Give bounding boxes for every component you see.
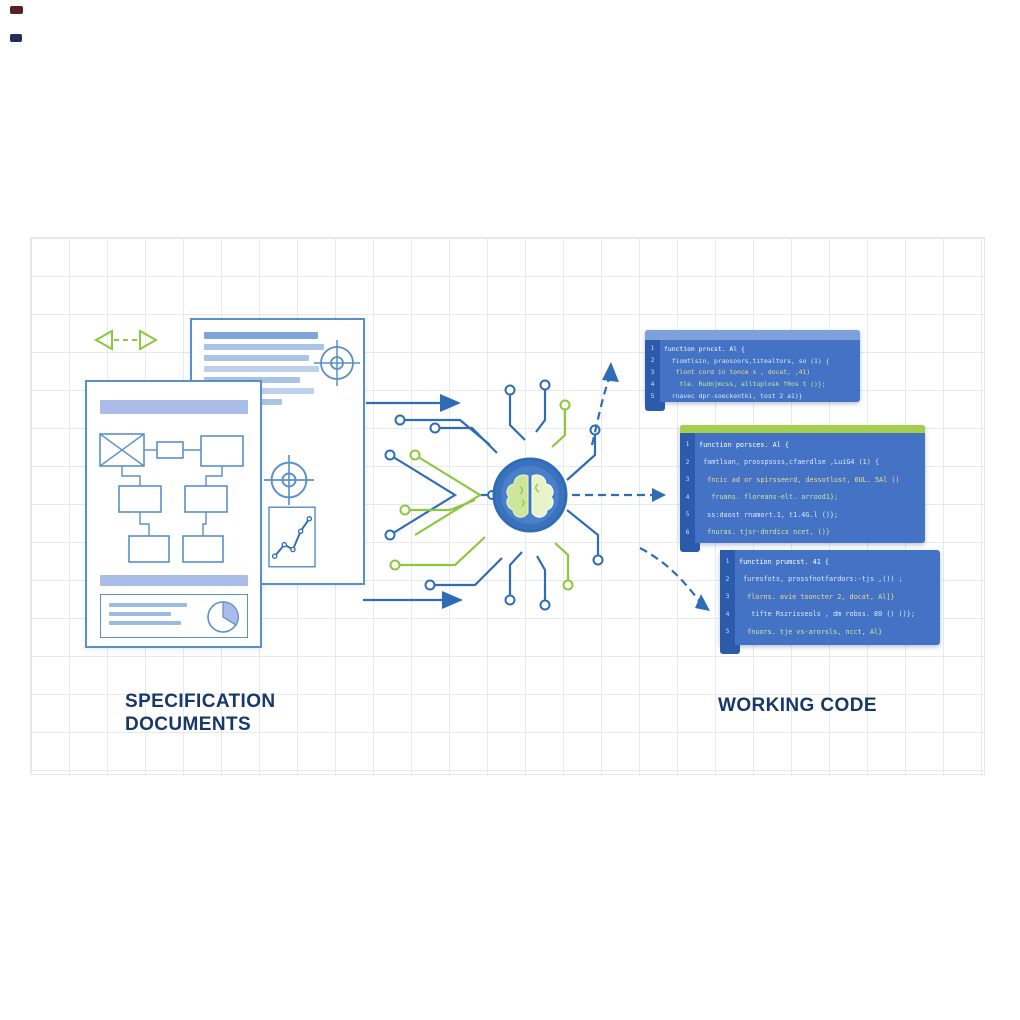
circuit-nodes-blue — [384, 379, 604, 611]
code-line: 5 rnavec dpr-soeckentki, tost 2 a1)} — [645, 390, 856, 402]
code-text: function porsces. Al { — [699, 440, 790, 449]
pie-chart-icon — [207, 601, 239, 633]
code-line: 1 function prncst. Al { — [645, 343, 856, 355]
code-text: fiomtlsin, praosoors,titealtors, so (1) … — [664, 356, 830, 365]
code-line: 4 tle. Rudnjmcss, alltuplosk f0os t ()}; — [645, 378, 856, 390]
ai-brain-icon — [492, 457, 568, 533]
document-header-bar — [100, 400, 248, 414]
dashed-arrowhead — [602, 362, 619, 382]
text-line — [204, 344, 324, 350]
line-number: 5 — [650, 392, 655, 400]
code-line: 3 florns. avie tooncter 2, docat, Al]} — [720, 588, 936, 606]
code-text: fnuras. tjsr-dnrdics ncet, ()} — [699, 528, 830, 537]
code-line: 5 ss:daost rnamort.1, t1.4G.l ()}; — [680, 506, 921, 524]
code-block-bottom: 1 function prumcst. 41 { 2 furesfots, pr… — [720, 550, 940, 654]
code-block-notch — [680, 543, 700, 552]
circuit-lines-green — [395, 405, 570, 585]
code-line: 2 fiomtlsin, praosoors,titealtors, so (1… — [645, 355, 856, 367]
code-line: 3 flont cord in tonce s , docat, ,41) — [645, 367, 856, 379]
text-line — [109, 621, 181, 625]
label-line: SPECIFICATION — [125, 691, 276, 712]
code-text: tifte Rszrisseols , dm robss. 80 () ()}; — [739, 610, 915, 619]
line-number: 1 — [725, 558, 730, 566]
line-number: 5 — [685, 511, 690, 519]
code-text: fruans. floreans-elt. arrood1}; — [699, 493, 839, 502]
text-line — [204, 366, 319, 372]
label-line: DOCUMENTS — [125, 714, 252, 735]
text-line — [109, 603, 187, 607]
code-text: florns. avie tooncter 2, docat, Al]} — [739, 592, 895, 601]
code-block-green-bar — [680, 425, 925, 433]
circuit-traces — [363, 362, 710, 611]
flowchart-diagram — [99, 433, 244, 563]
line-number: 3 — [725, 593, 730, 601]
line-number: 2 — [650, 357, 655, 365]
code-text: fncic ad or spirsseerd, dessotlost, 6UL.… — [699, 475, 900, 484]
code-text: furesfots, prossfnotfardors:-tjs ,()) ; — [739, 575, 903, 584]
spec-document-front — [85, 380, 262, 648]
code-text: flont cord in tonce s , docat, ,41) — [664, 368, 811, 377]
code-text: tle. Rudnjmcss, alltuplosk f0os t ()}; — [664, 380, 826, 389]
label-specification-documents: SPECIFICATION DOCUMENTS — [125, 690, 276, 736]
code-line: 2 furesfots, prossfnotfardors:-tjs ,()) … — [720, 571, 936, 589]
line-number: 4 — [650, 380, 655, 388]
circuit-lines-blue — [363, 385, 600, 605]
text-line — [109, 612, 171, 616]
code-block-notch — [645, 402, 665, 411]
code-line: 4 tifte Rszrisseols , dm robss. 80 () ()… — [720, 606, 936, 624]
document-report-panel — [100, 594, 248, 638]
swap-arrows-icon — [93, 329, 159, 351]
code-text: function prumcst. 41 { — [739, 557, 830, 566]
flow-arrow-icon — [442, 591, 463, 609]
watermark-mark — [10, 34, 22, 42]
code-block-top: 1 function prncst. Al { 2 fiomtlsin, pra… — [645, 330, 860, 411]
dashed-arrowhead — [695, 594, 710, 611]
line-number: 3 — [685, 476, 690, 484]
crosshair-icon — [264, 455, 314, 505]
text-line — [204, 355, 310, 361]
code-line: 5 fnuors. tje vs-arorsls, ncct, Al} — [720, 623, 936, 641]
code-block-notch — [720, 645, 740, 654]
text-line — [204, 332, 318, 339]
code-text: ss:daost rnamort.1, t1.4G.l ()}; — [699, 510, 839, 519]
line-number: 2 — [685, 458, 690, 466]
watermark-mark — [10, 6, 23, 14]
code-line: 2 famtlsan, prosspssss,cfaerdlse ,LuiG4 … — [680, 454, 921, 472]
document-section-bar — [100, 575, 248, 586]
code-line: 1 function porsces. Al { — [680, 436, 921, 454]
line-number: 1 — [685, 441, 690, 449]
code-block-middle: 1 function porsces. Al { 2 famtlsan, pro… — [680, 425, 925, 552]
code-line: 1 function prumcst. 41 { — [720, 553, 936, 571]
code-text: rnavec dpr-soeckentki, tost 2 a1)} — [664, 392, 803, 401]
line-number: 6 — [685, 528, 690, 536]
circuit-nodes-green — [389, 399, 574, 591]
dashed-arrow-icon — [572, 375, 701, 603]
line-number: 3 — [650, 368, 655, 376]
code-text: famtlsan, prosspssss,cfaerdlse ,LuiG4 (1… — [699, 458, 880, 467]
line-number: 5 — [725, 628, 730, 636]
code-line: 4 fruans. floreans-elt. arrood1}; — [680, 489, 921, 507]
line-number: 1 — [650, 345, 655, 353]
flow-arrow-icon — [440, 394, 461, 412]
code-text: function prncst. Al { — [664, 344, 745, 353]
line-number: 4 — [685, 493, 690, 501]
line-number: 2 — [725, 575, 730, 583]
crosshair-icon — [314, 340, 360, 386]
line-number: 4 — [725, 610, 730, 618]
label-working-code: WORKING CODE — [718, 695, 877, 716]
report-text-lines — [109, 603, 189, 630]
code-block-header-bar — [645, 330, 860, 340]
code-line: 3 fncic ad or spirsseerd, dessotlost, 6U… — [680, 471, 921, 489]
line-chart-icon — [268, 506, 316, 568]
code-text: fnuors. tje vs-arorsls, ncct, Al} — [739, 627, 883, 636]
dashed-arrowhead — [652, 488, 666, 502]
code-line: 6 fnuras. tjsr-dnrdics ncet, ()} — [680, 524, 921, 542]
